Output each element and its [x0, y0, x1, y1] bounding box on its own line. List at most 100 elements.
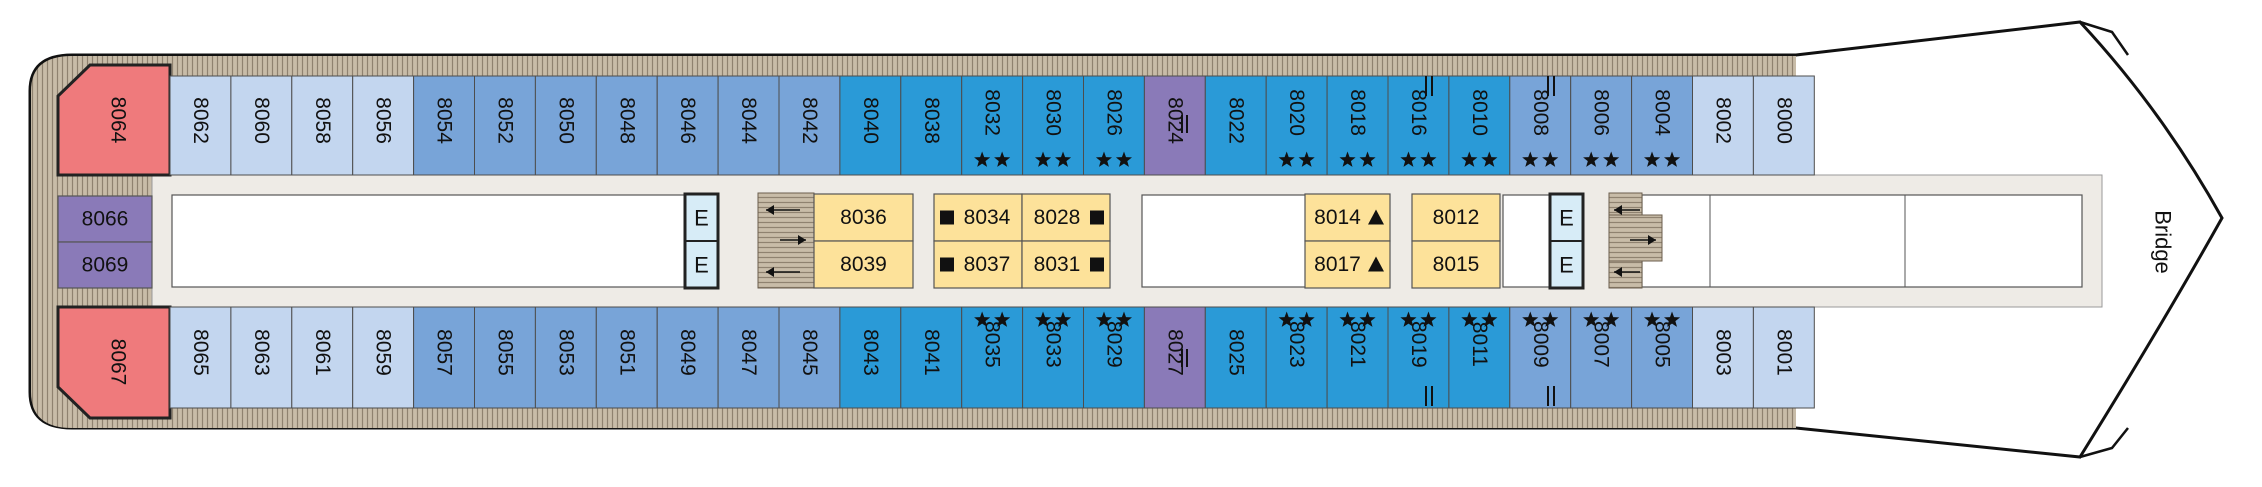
cabin-8059[interactable]: 8059	[352, 306, 415, 409]
cabin-8063[interactable]: 8063	[230, 306, 293, 409]
cabin-8019[interactable]: 8019	[1387, 306, 1450, 409]
cabin-8018[interactable]: 8018	[1326, 75, 1389, 176]
cabin-8035[interactable]: 8035	[961, 306, 1024, 409]
cabin-8047[interactable]: 8047	[717, 306, 780, 409]
cabin-number: 8000	[1772, 97, 1795, 144]
cabin-8038[interactable]: 8038	[900, 75, 963, 176]
cabin-number: 8043	[859, 329, 882, 376]
cabin-8021[interactable]: 8021	[1326, 306, 1389, 409]
cabin-8006[interactable]: 8006	[1570, 75, 1633, 176]
cabin-8032[interactable]: 8032	[961, 75, 1024, 176]
cabin-8004[interactable]: 8004	[1631, 75, 1693, 176]
cabin-number: 8056	[372, 97, 395, 144]
cabin-8012[interactable]: 8012	[1411, 193, 1501, 242]
elevator-label: E	[1559, 253, 1574, 278]
star-icon	[1339, 311, 1356, 327]
cabin-8069[interactable]: 8069	[57, 241, 153, 289]
cabin-8042[interactable]: 8042	[778, 75, 841, 176]
cabin-8025[interactable]: 8025	[1204, 306, 1267, 409]
cabin-8010[interactable]: 8010	[1448, 75, 1511, 176]
cabin-number: 8038	[920, 97, 943, 144]
cabin-8041[interactable]: 8041	[900, 306, 963, 409]
cabin-8002[interactable]: 8002	[1692, 75, 1754, 176]
cabin-8040[interactable]: 8040	[839, 75, 902, 176]
cabin-number: 8003	[1711, 329, 1734, 376]
cabin-8062[interactable]: 8062	[169, 75, 232, 176]
star-icon	[1664, 151, 1681, 167]
cabin-8065[interactable]: 8065	[169, 306, 232, 409]
cabin-8046[interactable]: 8046	[656, 75, 719, 176]
elevator-label: E	[694, 253, 709, 278]
cabin-8037[interactable]: 8037	[933, 240, 1023, 289]
cabin-8043[interactable]: 8043	[839, 306, 902, 409]
cabin-8026[interactable]: 8026	[1083, 75, 1145, 176]
cabin-8049[interactable]: 8049	[656, 306, 719, 409]
cabin-8064[interactable]: 8064	[56, 63, 172, 177]
stairs-left	[757, 192, 815, 289]
cabin-8000[interactable]: 8000	[1752, 75, 1815, 176]
cabin-8029[interactable]: 8029	[1083, 306, 1145, 409]
square-icon	[1090, 257, 1104, 272]
cabin-8058[interactable]: 8058	[291, 75, 354, 176]
cabin-number: 8030	[1042, 89, 1065, 136]
cabin-8027[interactable]: 8027	[1143, 306, 1206, 409]
cabin-8007[interactable]: 8007	[1570, 306, 1633, 409]
cabin-8054[interactable]: 8054	[413, 75, 476, 176]
cabin-number: 8060	[250, 97, 273, 144]
cabin-8067[interactable]: 8067	[56, 305, 172, 420]
cabin-8053[interactable]: 8053	[534, 306, 597, 409]
cabin-8052[interactable]: 8052	[474, 75, 536, 176]
cabin-number: 8039	[840, 253, 887, 276]
cabin-8003[interactable]: 8003	[1692, 306, 1754, 409]
cabin-8030[interactable]: 8030	[1022, 75, 1084, 176]
cabin-8001[interactable]: 8001	[1752, 306, 1815, 409]
cabin-8051[interactable]: 8051	[595, 306, 658, 409]
cabin-8031[interactable]: 8031	[1021, 240, 1111, 289]
cabin-8024[interactable]: 8024	[1143, 75, 1206, 176]
cabin-8005[interactable]: 8005	[1631, 306, 1693, 409]
star-icon	[1461, 311, 1478, 327]
cabin-8057[interactable]: 8057	[413, 306, 476, 409]
cabin-8008[interactable]: 8008	[1509, 75, 1572, 176]
cabin-number: 8058	[311, 97, 334, 144]
star-icon	[1542, 311, 1559, 327]
star-icon	[1522, 151, 1539, 167]
star-icon	[974, 151, 991, 167]
star-icon	[1095, 311, 1112, 327]
cabin-8028[interactable]: 8028	[1021, 193, 1111, 242]
cabin-8016[interactable]: 8016	[1387, 75, 1450, 176]
cabin-8033[interactable]: 8033	[1022, 306, 1084, 409]
bow-notch	[2079, 20, 2130, 459]
cabin-8022[interactable]: 8022	[1204, 75, 1267, 176]
cabin-8009[interactable]: 8009	[1509, 306, 1572, 409]
cabin-8015[interactable]: 8015	[1411, 240, 1501, 289]
public-area-middle	[1141, 194, 1307, 288]
cabin-8045[interactable]: 8045	[778, 306, 841, 409]
cabin-8011[interactable]: 8011	[1448, 306, 1511, 409]
square-icon	[1090, 210, 1104, 225]
elevator-right: E E	[1548, 192, 1585, 290]
cabin-8048[interactable]: 8048	[595, 75, 658, 176]
cabin-8017[interactable]: 8017	[1304, 240, 1391, 289]
cabin-8056[interactable]: 8056	[352, 75, 415, 176]
elevator-label: E	[1559, 206, 1574, 231]
cabin-8023[interactable]: 8023	[1265, 306, 1328, 409]
cabin-number: 8029	[1102, 321, 1125, 368]
cabin-8014[interactable]: 8014	[1304, 193, 1391, 242]
cabin-8039[interactable]: 8039	[813, 240, 914, 289]
star-icon	[1542, 151, 1559, 167]
cabin-8055[interactable]: 8055	[474, 306, 536, 409]
cabin-number: 8065	[189, 329, 212, 376]
cabin-8061[interactable]: 8061	[291, 306, 354, 409]
cabin-number: 8019	[1407, 321, 1430, 368]
cabin-8066[interactable]: 8066	[57, 195, 153, 243]
cabin-8036[interactable]: 8036	[813, 193, 914, 242]
star-icon	[1644, 151, 1661, 167]
cabin-8050[interactable]: 8050	[534, 75, 597, 176]
cabin-number: 8017	[1314, 253, 1361, 276]
cabin-8060[interactable]: 8060	[230, 75, 293, 176]
cabin-8044[interactable]: 8044	[717, 75, 780, 176]
cabin-8020[interactable]: 8020	[1265, 75, 1328, 176]
cabin-8034[interactable]: 8034	[933, 193, 1023, 242]
